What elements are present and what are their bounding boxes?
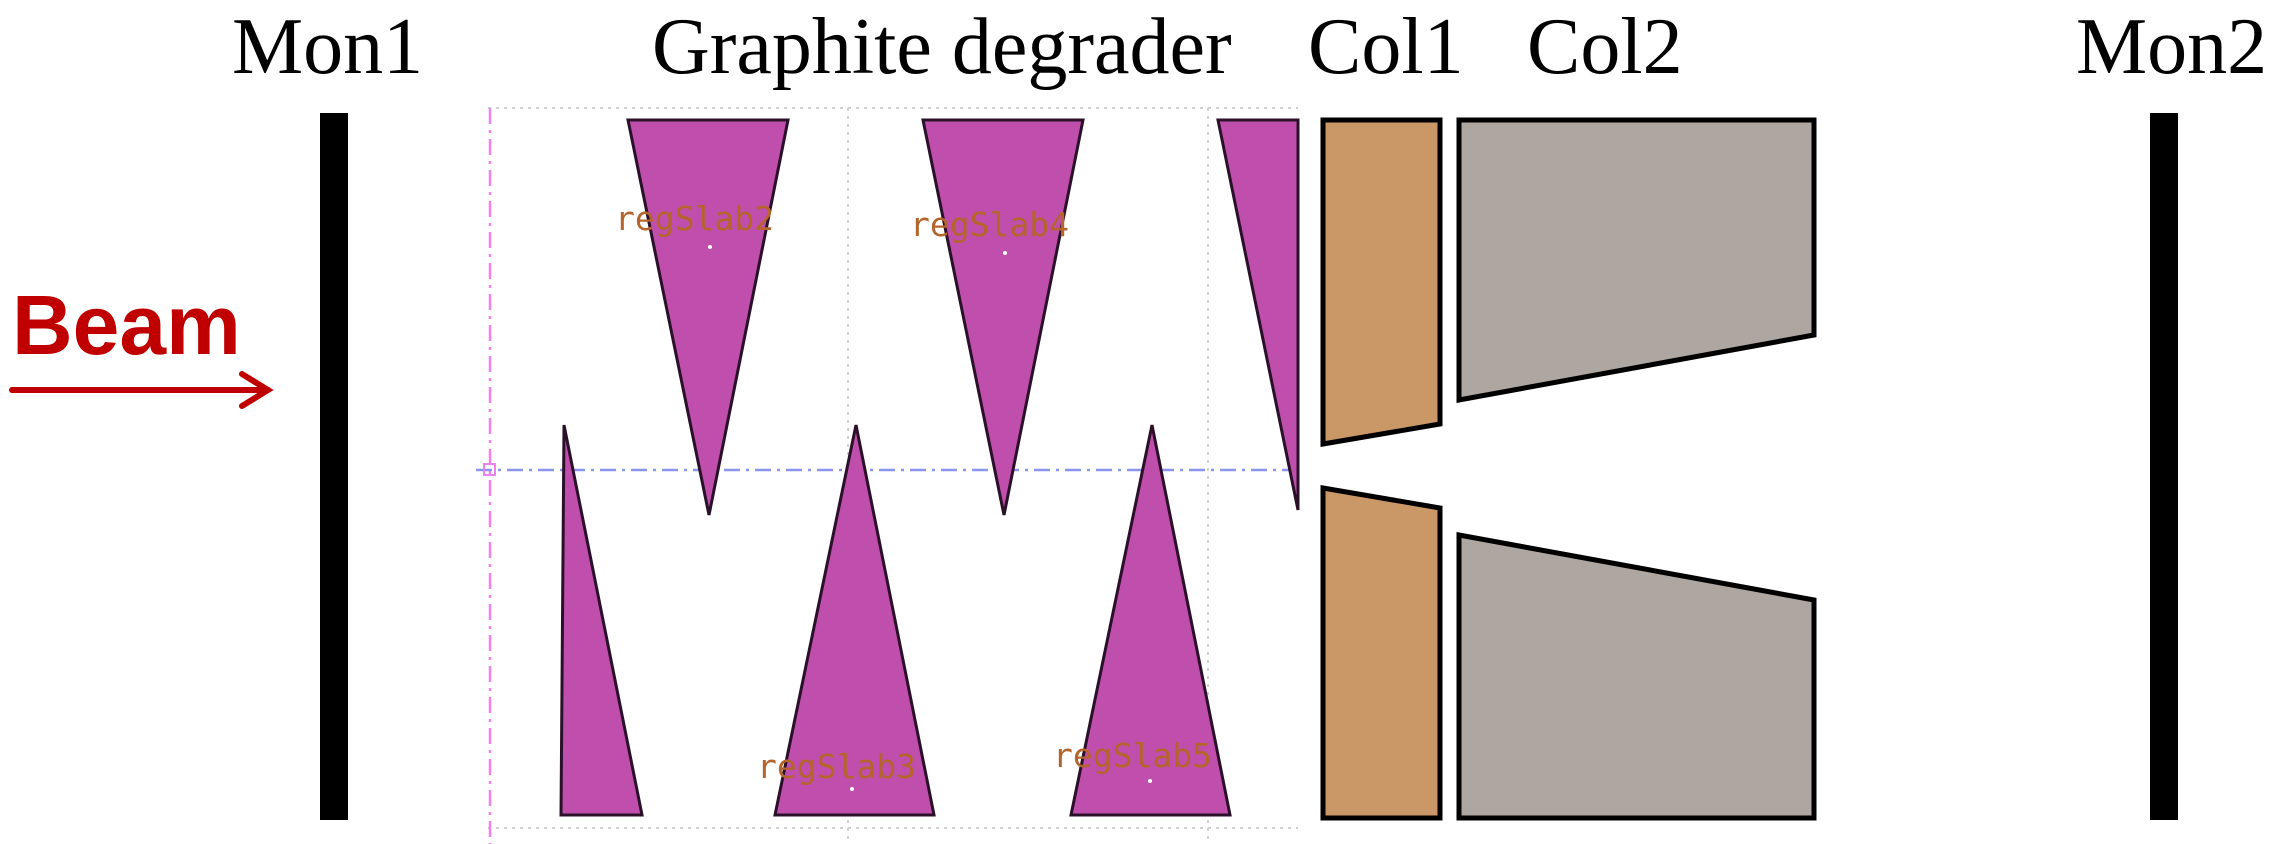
degrader-wedge-slab5 [1069, 424, 1232, 817]
degrader-wedge-partial [1216, 118, 1300, 511]
region-center-dots [708, 245, 1152, 791]
label-col2: Col2 [1527, 3, 1683, 91]
label-col1: Col1 [1308, 3, 1464, 91]
slab2-center-dot [708, 245, 712, 249]
collimator-1-upper [1320, 117, 1443, 447]
region-label-slab5: regSlab5 [1053, 736, 1212, 775]
slab5-center-dot [1148, 779, 1152, 783]
degrader-wedge-slab4 [921, 118, 1085, 516]
label-graphite-degrader: Graphite degrader [652, 3, 1232, 91]
degrader-wedge-slab2 [626, 118, 790, 516]
slab3-center-dot [850, 787, 854, 791]
region-label-slab4: regSlab4 [910, 205, 1069, 244]
degrader-wedge-slab3 [773, 424, 936, 817]
collimator-2 [1456, 117, 1817, 821]
collimator-2-lower [1456, 532, 1817, 821]
region-label-slab3: regSlab3 [757, 747, 916, 786]
beam-label: Beam [12, 278, 241, 372]
degrader-wedge-slab-left [559, 424, 644, 817]
collimator-2-upper [1456, 117, 1817, 403]
beam-arrow-icon [9, 371, 274, 409]
region-label-slab2: regSlab2 [615, 199, 774, 238]
monitor-2 [2150, 113, 2178, 820]
origin-marker [483, 463, 496, 476]
label-mon2: Mon2 [2076, 3, 2267, 91]
monitor-1 [320, 113, 348, 820]
label-mon1: Mon1 [232, 3, 423, 91]
collimator-1-lower [1320, 485, 1443, 821]
collimator-1 [1320, 117, 1443, 821]
slab4-center-dot [1003, 251, 1007, 255]
graphite-degrader [559, 118, 1300, 817]
